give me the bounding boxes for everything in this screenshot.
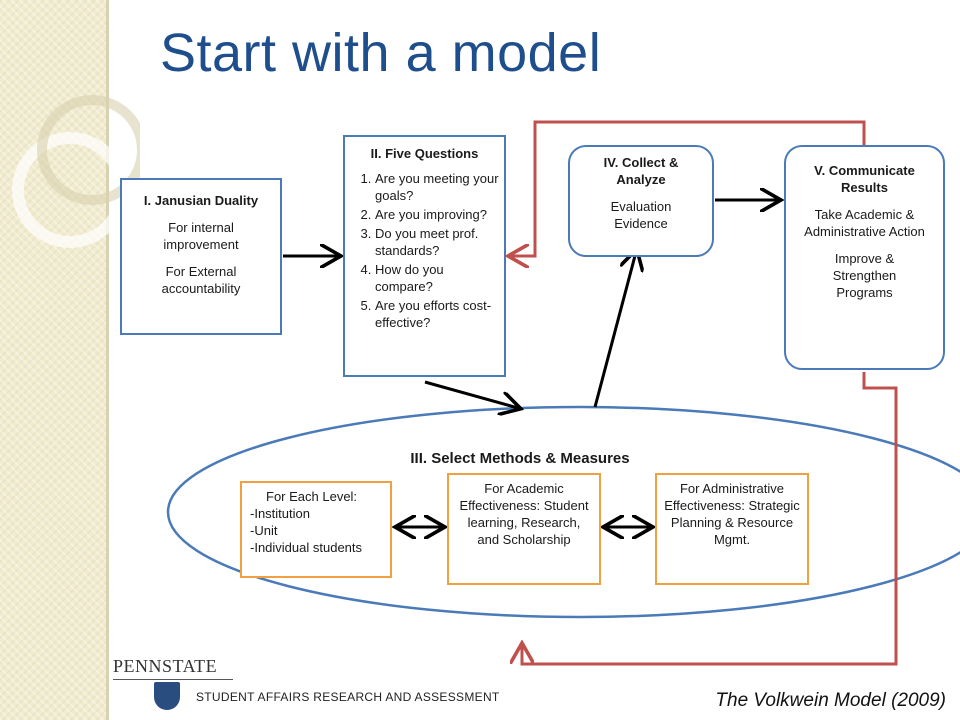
box-collect-analyze: IV. Collect & Analyze Evaluation Evidenc…	[568, 145, 714, 257]
box1-line2: For External accountability	[161, 264, 241, 296]
box5-heading: V. Communicate Results	[814, 163, 915, 195]
level-item: -Unit	[250, 523, 278, 538]
logo-underline	[113, 679, 233, 680]
model-citation: The Volkwein Model (2009)	[715, 690, 946, 711]
level-heading: For Each Level:	[266, 489, 358, 504]
box-five-questions: II. Five Questions Are you meeting your …	[343, 135, 506, 377]
level-item: -Individual students	[250, 540, 363, 555]
box-academic-effectiveness: For Academic Effectiveness: Student lear…	[447, 473, 601, 585]
box1-line1: For internal improvement	[163, 220, 239, 252]
level-item: -Institution	[250, 506, 310, 521]
administrative-text: For Administrative Effectiveness: Strate…	[664, 481, 800, 547]
box-administrative-effectiveness: For Administrative Effectiveness: Strate…	[655, 473, 809, 585]
sidebar-divider	[106, 0, 109, 720]
arrow-3-to-4	[593, 252, 636, 408]
question-item: Are you meeting your goals?	[375, 170, 504, 204]
box4-heading: IV. Collect & Analyze	[603, 155, 679, 187]
page-title: Start with a model	[160, 23, 602, 83]
question-item: Are you improving?	[375, 206, 504, 223]
box1-heading: I. Janusian Duality	[143, 193, 259, 208]
box-janusian-duality: I. Janusian Duality For internal improve…	[120, 178, 282, 335]
academic-text: For Academic Effectiveness: Student lear…	[459, 481, 589, 547]
stage3-heading: III. Select Methods & Measures	[410, 450, 630, 467]
question-item: Do you meet prof. standards?	[375, 225, 504, 259]
pennstate-logo: PENNSTATE	[113, 656, 218, 676]
box-each-level: For Each Level: -Institution -Unit -Indi…	[240, 481, 392, 578]
box-communicate-results: V. Communicate Results Take Academic & A…	[784, 145, 945, 370]
arrow-2-to-3	[424, 380, 518, 408]
feedback-arrow-bottom	[522, 372, 898, 666]
question-item: Are you efforts cost-effective?	[375, 297, 504, 331]
box5-line1: Take Academic & Administrative Action	[804, 207, 925, 239]
box2-heading: II. Five Questions	[370, 146, 479, 161]
questions-list: Are you meeting your goals? Are you impr…	[345, 170, 504, 331]
department-name: STUDENT AFFAIRS RESEARCH AND ASSESSMENT	[196, 690, 500, 704]
question-item: How do you compare?	[375, 261, 504, 295]
feedback-arrow-top	[511, 120, 866, 256]
box4-line1: Evaluation Evidence	[610, 199, 672, 231]
shield-icon	[154, 682, 180, 710]
box5-line2: Improve & Strengthen Programs	[832, 251, 897, 300]
